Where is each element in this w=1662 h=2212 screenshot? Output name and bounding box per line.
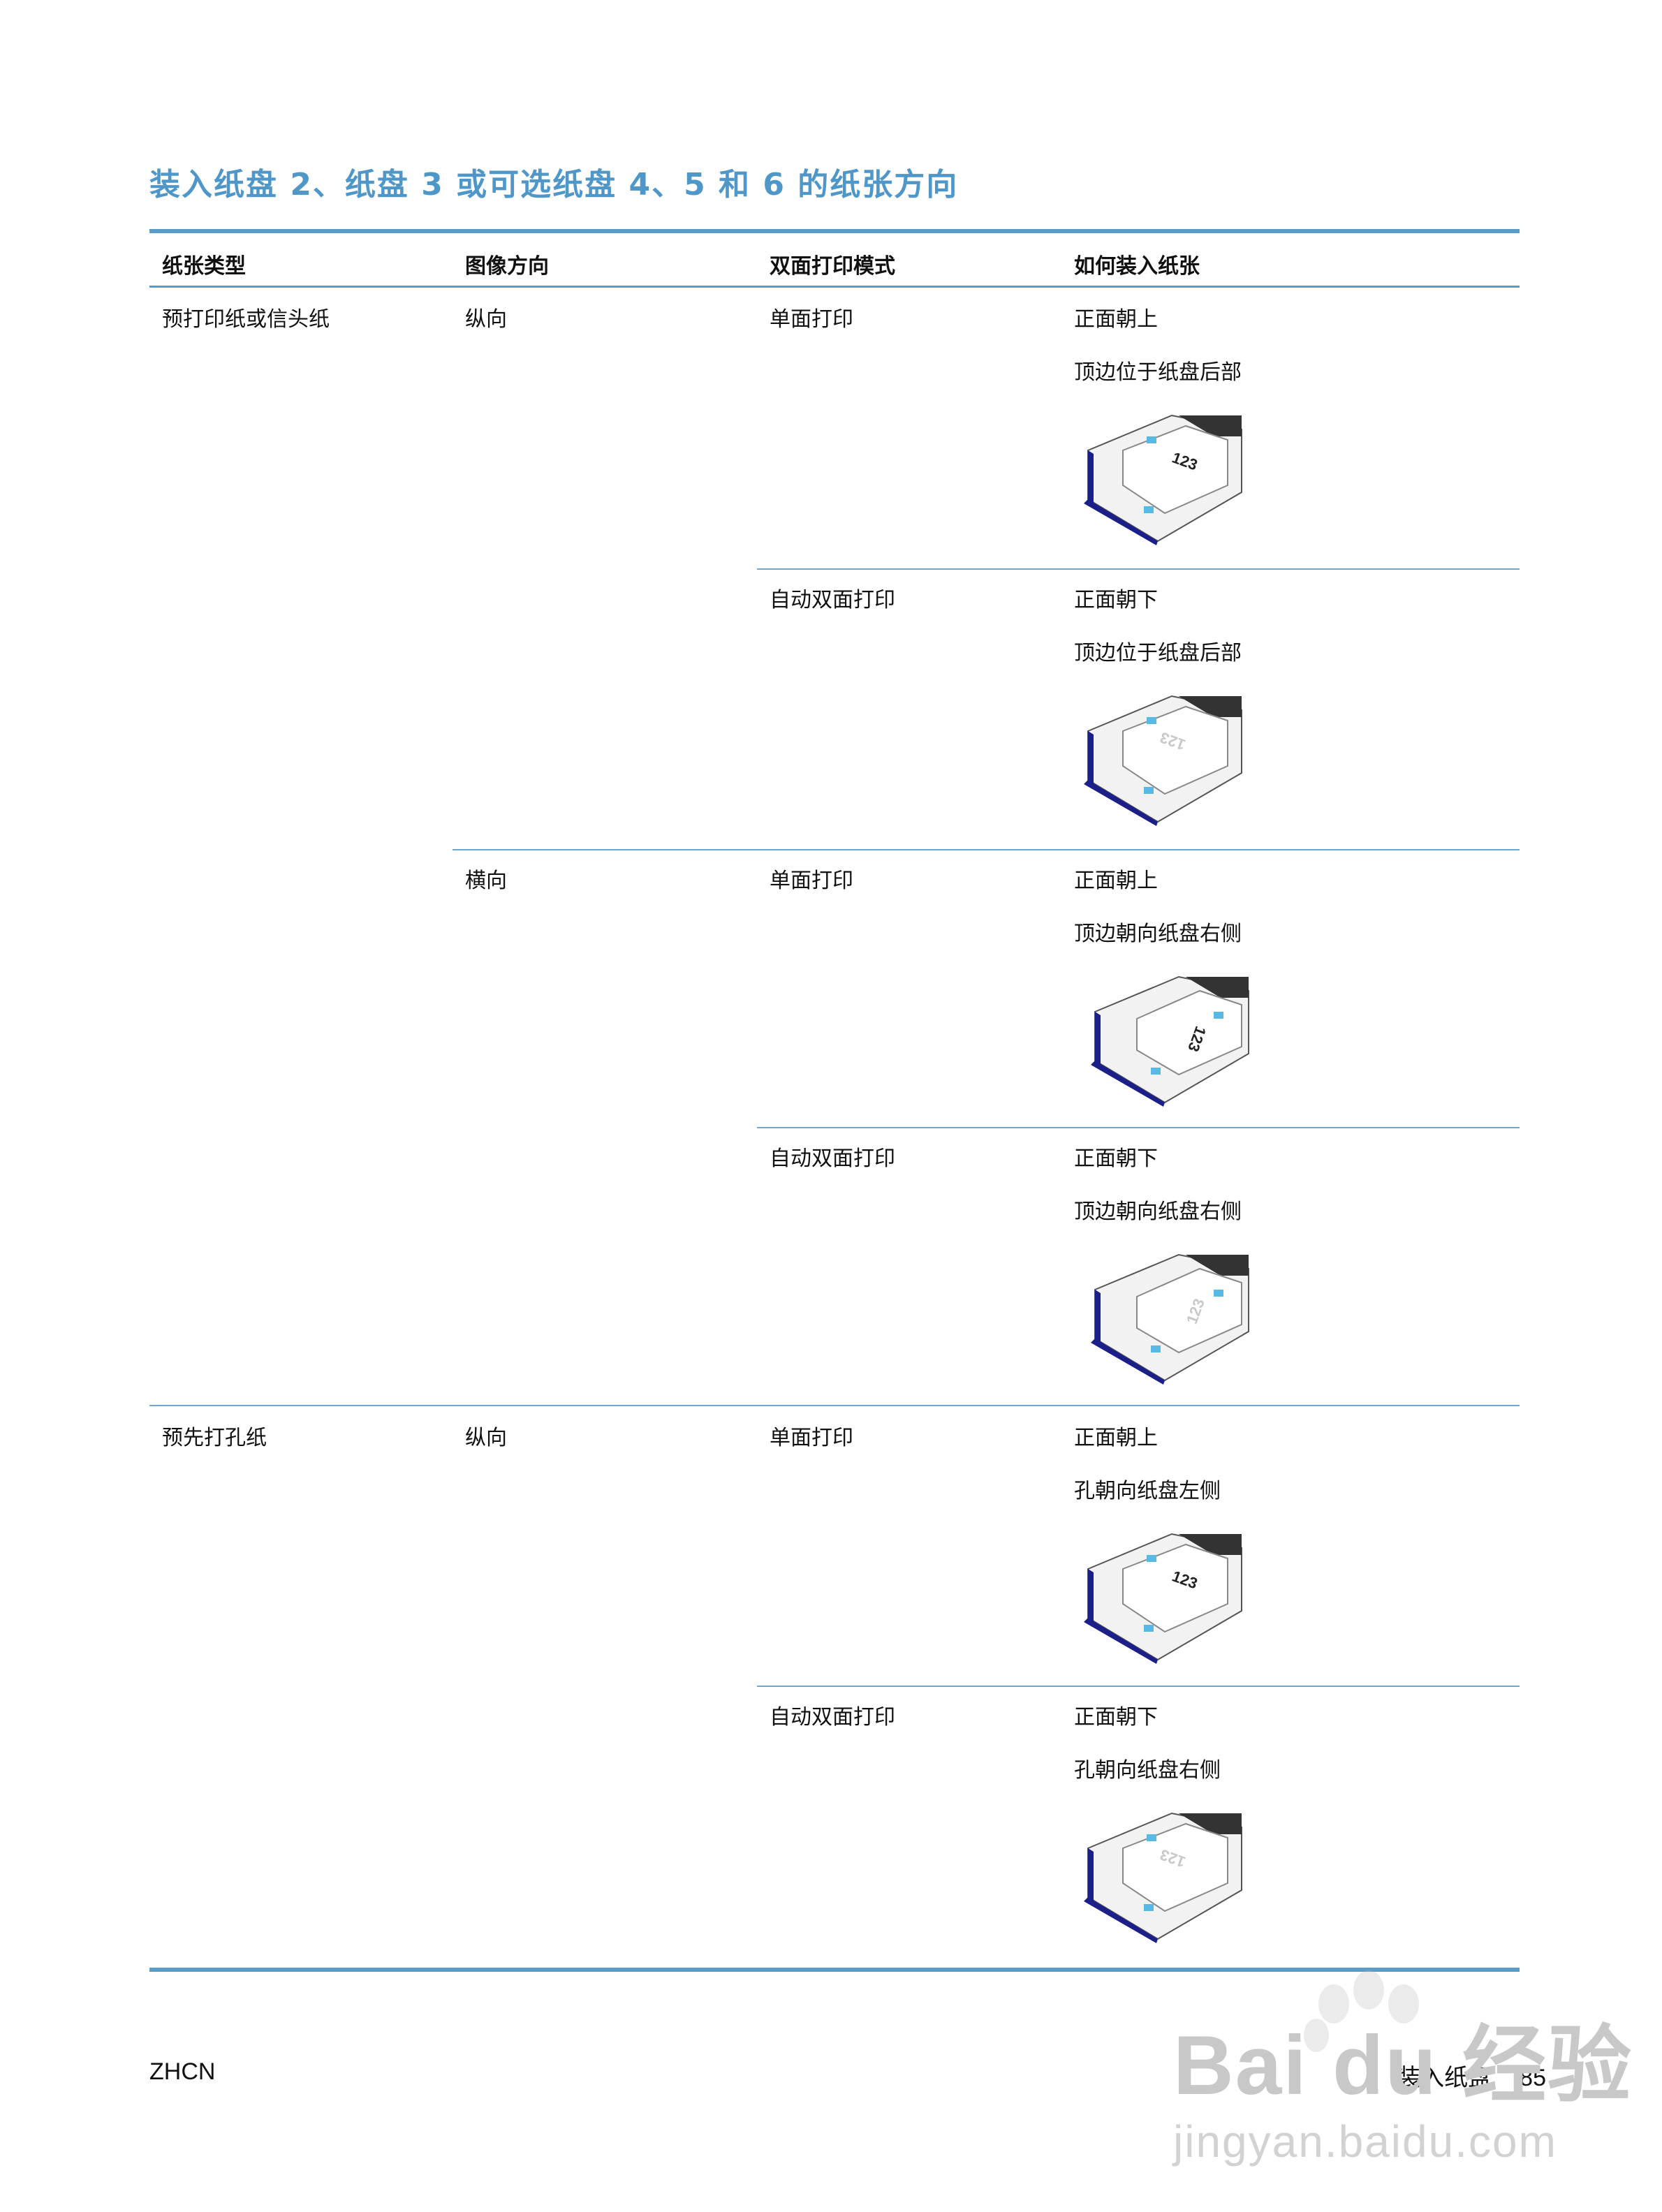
cell-load-face: 正面朝下 [1074,1146,1158,1171]
cell-load-edge: 顶边位于纸盘后部 [1074,360,1242,385]
cell-load-edge: 顶边朝向纸盘右侧 [1074,1200,1242,1224]
header-orientation: 图像方向 [465,254,549,279]
cell-load-edge: 孔朝向纸盘左侧 [1074,1479,1221,1503]
footer-section: 装入纸盘 85 [1397,2058,1546,2093]
footer-section-title: 装入纸盘 [1397,2064,1492,2092]
cell-mode: 自动双面打印 [770,588,895,612]
paper-tray-icon: 123 [1091,975,1249,1107]
row-divider [453,849,1520,850]
cell-paper-type: 预先打孔纸 [162,1426,267,1450]
cell-mode: 自动双面打印 [770,1705,895,1730]
watermark-url: jingyan.baidu.com [1173,2116,1557,2167]
table-bottom-rule [149,1968,1520,1972]
page-number: 85 [1520,2065,1546,2091]
row-divider [149,1405,1520,1406]
cell-load-edge: 顶边位于纸盘后部 [1074,641,1242,665]
paper-tray-icon: 123 [1084,1812,1242,1943]
cell-mode: 自动双面打印 [770,1146,895,1171]
cell-mode: 单面打印 [770,869,853,893]
row-divider [757,568,1520,570]
cell-load-face: 正面朝下 [1074,588,1158,612]
cell-load-face: 正面朝下 [1074,1705,1158,1730]
cell-orientation: 横向 [465,869,507,893]
footer-locale: ZHCN [149,2058,216,2085]
cell-load-face: 正面朝上 [1074,307,1158,332]
cell-load-face: 正面朝上 [1074,1426,1158,1450]
paper-tray-icon: 123 [1084,414,1242,545]
row-divider [757,1686,1520,1687]
header-duplex-mode: 双面打印模式 [770,254,895,279]
cell-orientation: 纵向 [465,307,507,332]
header-divider [149,286,1520,288]
page-title: 装入纸盘 2、纸盘 3 或可选纸盘 4、5 和 6 的纸张方向 [149,167,959,202]
paper-tray-icon: 123 [1084,695,1242,826]
cell-orientation: 纵向 [465,1426,507,1450]
cell-load-edge: 孔朝向纸盘右侧 [1074,1758,1221,1783]
cell-paper-type: 预打印纸或信头纸 [162,307,330,332]
cell-mode: 单面打印 [770,1426,853,1450]
header-paper-type: 纸张类型 [162,254,246,279]
watermark-brand: Bai du 经验 [1173,2019,1633,2112]
header-how-to-load: 如何装入纸张 [1074,254,1200,279]
baidu-paw-logo [1304,1970,1419,2052]
cell-load-face: 正面朝上 [1074,869,1158,893]
cell-load-edge: 顶边朝向纸盘右侧 [1074,922,1242,946]
cell-mode: 单面打印 [770,307,853,332]
table-top-rule [149,229,1520,233]
row-divider [757,1127,1520,1128]
paper-tray-icon: 123 [1091,1253,1249,1385]
paper-tray-icon: 123 [1084,1533,1242,1664]
